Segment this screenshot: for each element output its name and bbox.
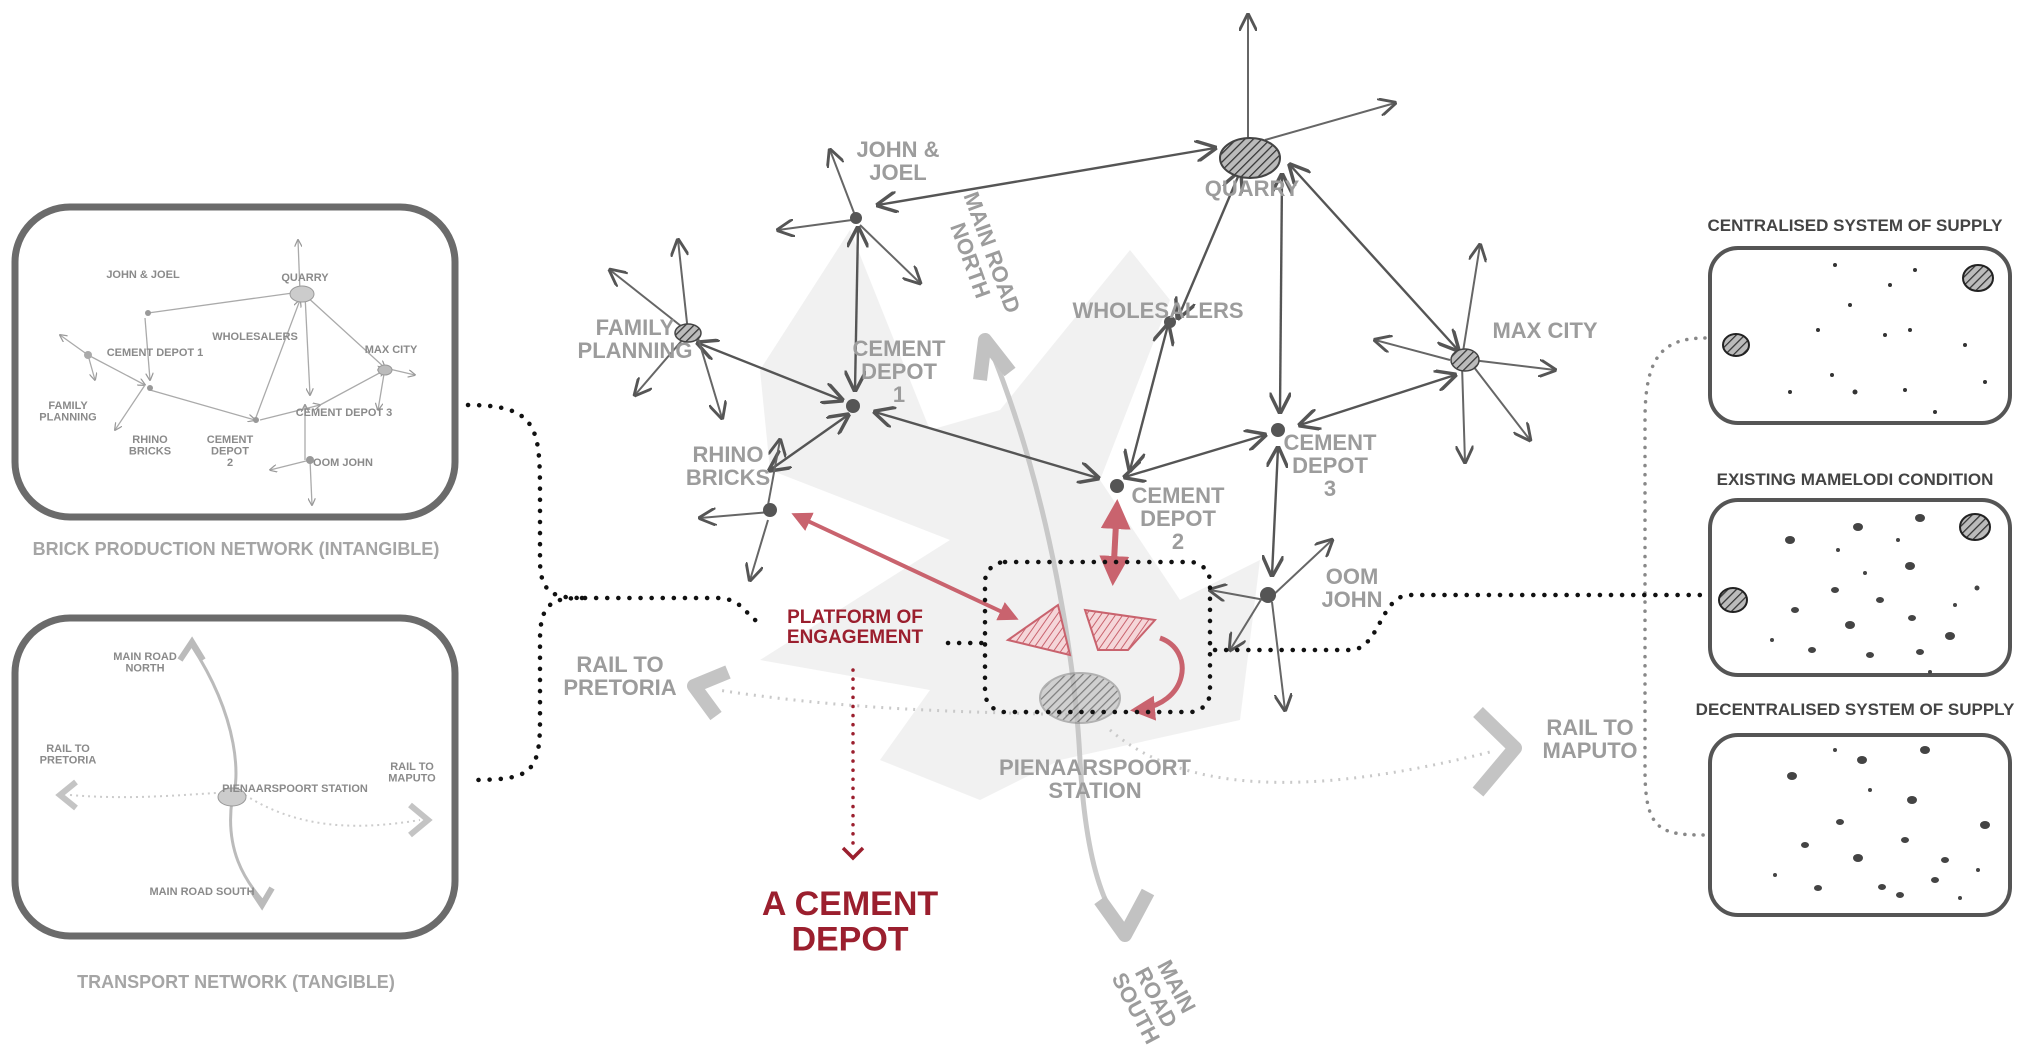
right-grey-brace — [1643, 336, 1707, 837]
brace-to-platform-connector — [582, 595, 763, 625]
platform-loop-arrow — [1130, 635, 1185, 721]
cement-depot-2-node — [1110, 479, 1124, 493]
transport-network-caption: TRANSPORT NETWORK (TANGIBLE) — [77, 972, 395, 992]
right-black-connector — [1212, 592, 1708, 653]
quarry-node — [1219, 137, 1281, 179]
red-link-rhino-bricks — [791, 512, 1019, 621]
red-link-cement-depot-2 — [1099, 499, 1131, 586]
centralised-caption: CENTRALISED SYSTEM OF SUPPLY — [1707, 216, 2003, 235]
label-john-joel-1: JOHN &JOEL — [856, 137, 939, 185]
brick-label-cement-depot-3: CEMENT DEPOT 3 — [296, 407, 393, 419]
node-spokes — [610, 15, 1555, 710]
main-network — [610, 15, 1555, 942]
existing-dots — [1718, 513, 1991, 674]
brick-label-wholesalers: WHOLESALERS — [212, 331, 298, 343]
cement-depot-3-node — [1271, 423, 1285, 437]
main-road-south-arrow — [1094, 888, 1155, 942]
existing-caption: EXISTING MAMELODI CONDITION — [1717, 470, 1994, 489]
transport-label-main-road-south: MAIN ROAD SOUTH — [149, 886, 254, 898]
john-joel-node — [850, 212, 862, 224]
brick-label-john-joel: JOHN & JOEL — [106, 269, 180, 281]
rail-to-pretoria-arrow — [687, 665, 731, 721]
brick-label-quarry: QUARRY — [281, 272, 329, 284]
family-planning-node — [674, 323, 702, 343]
label-main-road-south: MAINROADSOUTH — [1107, 947, 1206, 1047]
brick-network-frame — [11, 203, 459, 521]
platform-shape-right — [1083, 608, 1157, 651]
label-max-city: MAX CITY — [1492, 318, 1597, 343]
result-arrowhead — [841, 846, 865, 861]
rhino-bricks-node — [763, 503, 777, 517]
brick-network-caption: BRICK PRODUCTION NETWORK (INTANGIBLE) — [33, 539, 440, 559]
rail-to-maputo-arrow — [1472, 706, 1522, 797]
platform-shape-left — [1005, 603, 1072, 657]
transport-network-sketch — [55, 636, 433, 911]
label-wholesalers: WHOLESALERS — [1072, 298, 1243, 323]
transport-label-pienaarspoort-station: PIENAARSPOORT STATION — [222, 783, 368, 795]
decentralised-dots — [1773, 746, 1990, 900]
decentralised-panel: DECENTRALISED SYSTEM OF SUPPLY — [1696, 700, 2015, 917]
brick-network-panel: JOHN & JOEL QUARRY WHOLESALERS CEMENT DE… — [11, 203, 459, 559]
pienaarspoort-station-node — [1039, 672, 1121, 724]
brick-label-max-city: MAX CITY — [365, 344, 418, 356]
decentralised-caption: DECENTRALISED SYSTEM OF SUPPLY — [1696, 700, 2015, 719]
brick-network-sketch — [60, 240, 415, 505]
wholesalers-node — [1164, 316, 1176, 328]
existing-panel: EXISTING MAMELODI CONDITION — [1708, 470, 2012, 677]
label-main-road-north: MAIN ROADNORTH — [937, 188, 1026, 324]
brick-label-cement-depot-1: CEMENT DEPOT 1 — [107, 347, 204, 359]
decentralised-frame — [1708, 733, 2012, 917]
max-city-node — [1450, 348, 1480, 372]
oom-john-node — [1260, 587, 1276, 603]
left-brace-connector — [465, 402, 586, 783]
network-nodes — [674, 137, 1480, 603]
existing-frame — [1708, 498, 2012, 677]
centralised-dots — [1722, 263, 1994, 414]
brick-label-oom-john: OOM JOHN — [313, 457, 373, 469]
platform-intervention — [791, 499, 1185, 721]
centralised-panel: CENTRALISED SYSTEM OF SUPPLY — [1707, 216, 2012, 425]
label-quarry: QUARRY — [1205, 176, 1300, 201]
centralised-frame — [1708, 246, 2012, 425]
main-road-north-arrow — [973, 333, 1016, 381]
cement-depot-1-node — [846, 399, 860, 413]
network-edges — [698, 148, 1458, 575]
